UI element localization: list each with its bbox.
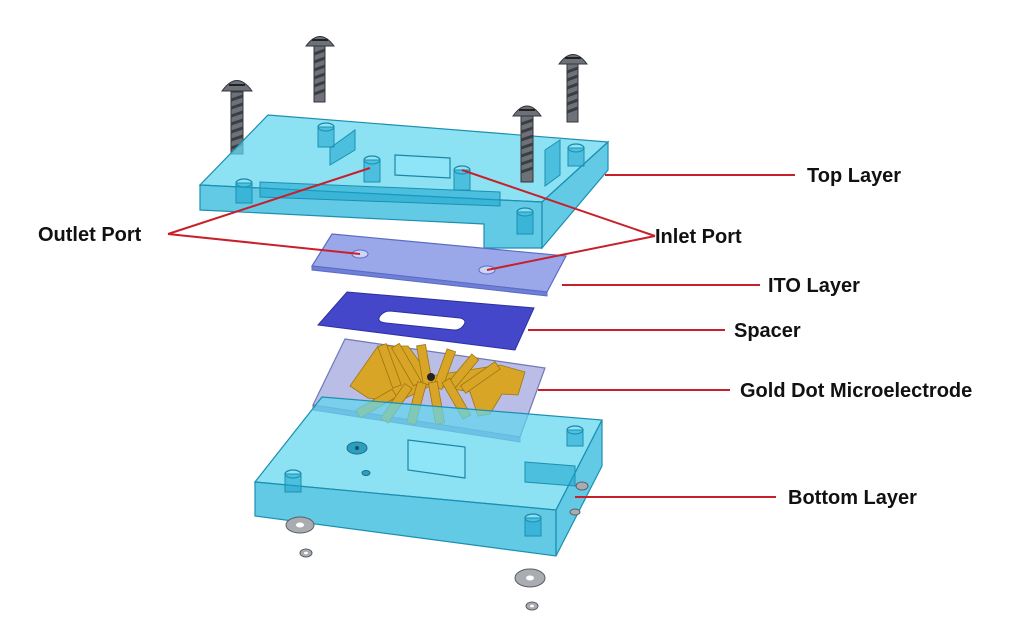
inlet-port-leader-upper [461,169,656,237]
inlet-port-leader-lower [486,235,656,271]
bottom-layer-label: Bottom Layer [788,487,917,509]
nut-right [525,601,539,611]
outlet-port-leader-lower [167,233,361,255]
leader-lines [167,167,795,498]
outlet-port-label: Outlet Port [38,224,142,246]
screw-front-left [221,80,253,155]
screw-back-left [305,36,335,103]
washer-left [285,516,315,534]
screw-front-right [512,105,542,183]
spacer-label: Spacer [734,320,801,342]
ito-layer-plate [310,233,567,297]
screw-back-right [558,54,588,123]
inlet-port-label: Inlet Port [655,226,742,248]
top-layer-label: Top Layer [807,165,901,187]
outlet-port-leader-upper [167,167,371,235]
top-layer-block [198,114,610,250]
bottom-layer-block [253,396,603,557]
spacer-sheet [317,291,535,351]
washer-back-right [569,481,589,516]
gold-dot-label: Gold Dot Microelectrode [740,380,972,402]
ito-layer-label: ITO Layer [768,275,860,297]
nut-left [299,548,313,558]
washer-right [514,568,546,588]
